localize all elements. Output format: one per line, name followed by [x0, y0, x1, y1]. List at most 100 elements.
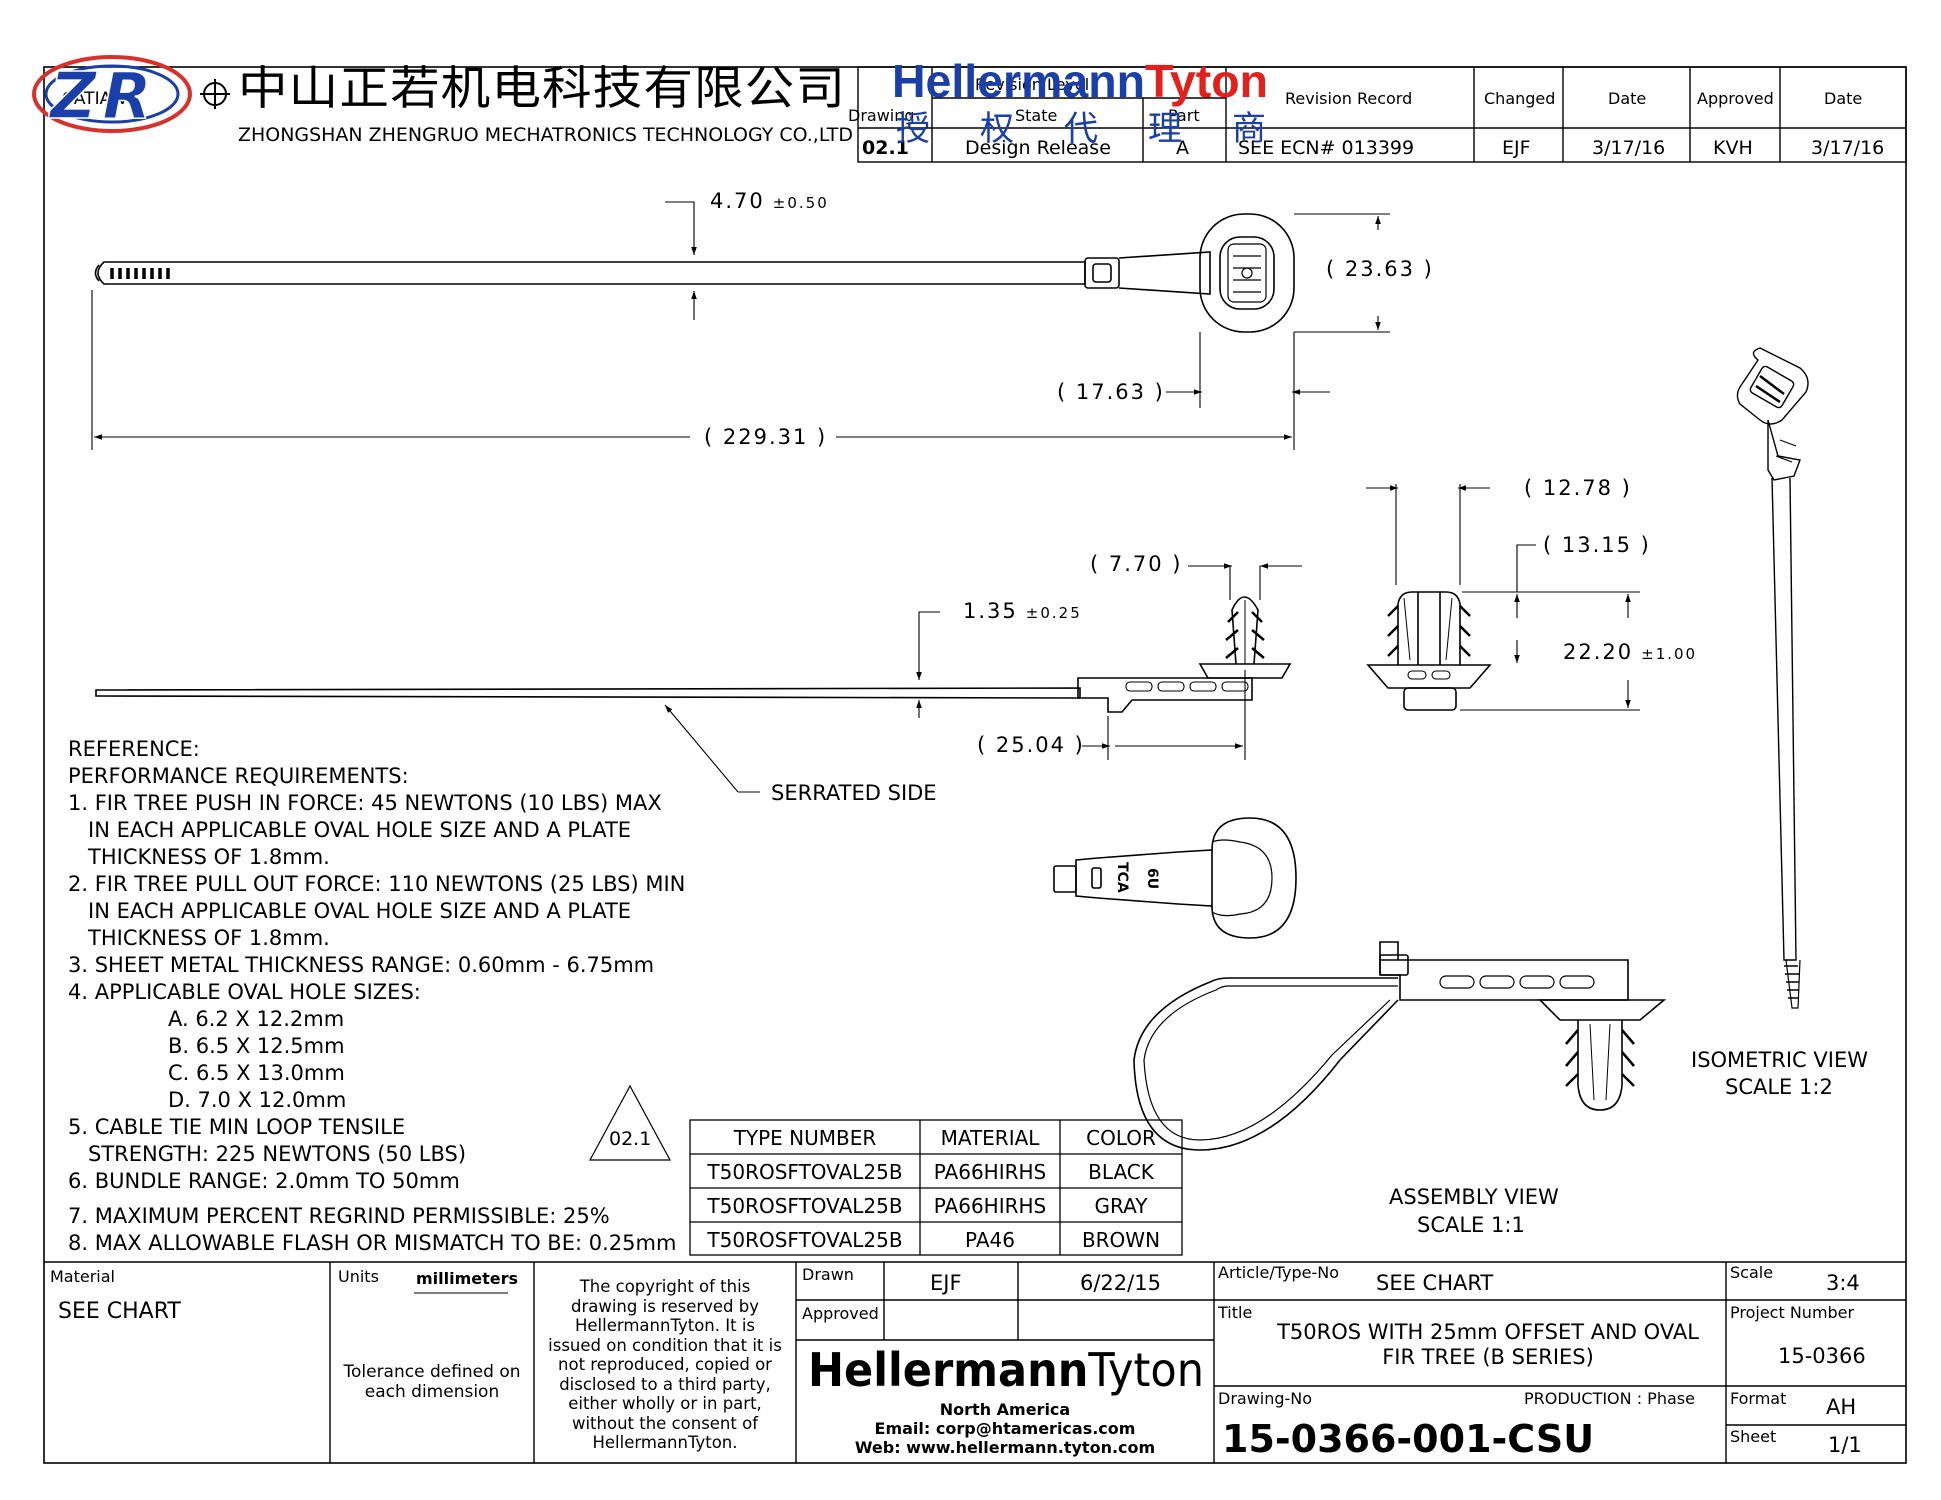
- dim-1-35: 1.35±0.25: [963, 599, 1082, 623]
- note-line: IN EACH APPLICABLE OVAL HOLE SIZE AND A …: [68, 818, 631, 842]
- rev-header-level: Revision Level: [975, 75, 1089, 94]
- note-line: 2. FIR TREE PULL OUT FORCE: 110 NEWTONS …: [68, 872, 685, 896]
- agent-char-1: 授: [896, 109, 930, 149]
- note-line: 8. MAX ALLOWABLE FLASH OR MISMATCH TO BE…: [68, 1231, 676, 1255]
- note-line: REFERENCE:: [68, 737, 200, 761]
- revision-block: [857, 66, 1907, 163]
- isometric-scale-label: SCALE 1:2: [1725, 1075, 1833, 1099]
- note-line: A. 6.2 X 12.2mm: [168, 1007, 344, 1031]
- front-view-dimensions: [1366, 484, 1640, 711]
- assembly-view: [1133, 941, 1667, 1151]
- hellermann-logo: HellermannTyton: [808, 1343, 1204, 1397]
- note-line: PERFORMANCE REQUIREMENTS:: [68, 764, 409, 788]
- title-line: FIR TREE (B SERIES): [1382, 1345, 1594, 1369]
- note-line: C. 6.5 X 13.0mm: [168, 1061, 345, 1085]
- copyright-line: HellermannTyton. It is: [575, 1316, 755, 1335]
- assembly-view-label: ASSEMBLY VIEW: [1389, 1185, 1559, 1209]
- drawn-by: EJF: [930, 1271, 962, 1295]
- company-cn: 中山正若机电科技有限公司: [238, 61, 846, 115]
- note-line: 4. APPLICABLE OVAL HOLE SIZES:: [68, 980, 421, 1004]
- copyright-line: drawing is reserved by: [571, 1297, 759, 1316]
- assembly-scale-label: SCALE 1:1: [1417, 1213, 1525, 1237]
- format-value: AH: [1826, 1395, 1856, 1419]
- sheet-label: Sheet: [1730, 1427, 1776, 1446]
- company-en: ZHONGSHAN ZHENGRUO MECHATRONICS TECHNOLO…: [238, 124, 853, 146]
- note-line: B. 6.5 X 12.5mm: [168, 1034, 345, 1058]
- top-view-cable-tie: [94, 213, 1295, 333]
- bottom-view-head: [1053, 817, 1297, 939]
- rev-header-approved: Approved: [1697, 89, 1774, 108]
- dim-22-20: 22.20±1.00: [1563, 640, 1697, 664]
- title-label: Title: [1217, 1303, 1252, 1322]
- part-mark-tca: TCA: [1114, 862, 1130, 893]
- tolerance-line: each dimension: [365, 1382, 499, 1402]
- note-line: IN EACH APPLICABLE OVAL HOLE SIZE AND A …: [68, 899, 631, 923]
- note-line: 3. SHEET METAL THICKNESS RANGE: 0.60mm -…: [68, 953, 654, 977]
- catia-label: CATIA V5: [62, 89, 139, 109]
- table-cell: T50ROSFTOVAL25B: [706, 1160, 902, 1184]
- article-value: SEE CHART: [1376, 1271, 1493, 1295]
- sheet-value: 1/1: [1828, 1433, 1862, 1457]
- note-line: 1. FIR TREE PUSH IN FORCE: 45 NEWTONS (1…: [68, 791, 662, 815]
- table-cell: BROWN: [1082, 1228, 1160, 1252]
- rev-record: SEE ECN# 013399: [1238, 137, 1414, 159]
- copyright-line: issued on condition that it is: [548, 1336, 782, 1355]
- rev-changed: EJF: [1502, 137, 1531, 159]
- note-line: STRENGTH: 225 NEWTONS (50 LBS): [68, 1142, 466, 1166]
- rev-approved: KVH: [1713, 137, 1753, 159]
- material-table: [689, 1119, 1183, 1256]
- copyright-line: HellermannTyton.: [592, 1433, 737, 1452]
- isometric-view: [1736, 347, 1809, 1009]
- project-label: Project Number: [1730, 1303, 1855, 1322]
- material-label: Material: [50, 1267, 115, 1286]
- side-view-cable-tie: [95, 596, 1292, 713]
- material-value: SEE CHART: [58, 1299, 181, 1324]
- rev-part: A: [1176, 137, 1189, 159]
- phase-label: PRODUCTION : Phase: [1524, 1389, 1695, 1408]
- table-cell: T50ROSFTOVAL25B: [706, 1228, 902, 1252]
- serrated-side-label: SERRATED SIDE: [771, 781, 937, 805]
- side-view-dimensions: [664, 563, 1302, 793]
- drawn-date: 6/22/15: [1080, 1271, 1161, 1295]
- dim-17-63: ( 17.63 ): [1057, 380, 1165, 404]
- note-line: 6. BUNDLE RANGE: 2.0mm TO 50mm: [68, 1169, 460, 1193]
- copyright-line: without the consent of: [572, 1414, 759, 1433]
- rev-date2: 3/17/16: [1811, 137, 1884, 159]
- rev-header-drawing: Drawing: [848, 106, 915, 125]
- region-label: North America: [940, 1400, 1070, 1419]
- agent-char-5: 商: [1232, 109, 1266, 149]
- scale-label: Scale: [1730, 1263, 1773, 1282]
- copyright-line: The copyright of this: [579, 1277, 751, 1296]
- dim-12-78: ( 12.78 ): [1524, 476, 1632, 500]
- table-cell: GRAY: [1095, 1194, 1149, 1218]
- copyright-line: not reproduced, copied or: [558, 1355, 772, 1374]
- format-label: Format: [1730, 1389, 1786, 1408]
- dim-4-70: 4.70±0.50: [710, 189, 829, 213]
- title-block: [329, 1262, 1906, 1463]
- table-cell: PA46: [965, 1228, 1015, 1252]
- rev-drawing: 02.1: [862, 137, 909, 159]
- note-line: 5. CABLE TIE MIN LOOP TENSILE: [68, 1115, 405, 1139]
- units-value: millimeters: [416, 1269, 518, 1288]
- dim-13-15: ( 13.15 ): [1543, 533, 1651, 557]
- table-cell: BLACK: [1088, 1160, 1155, 1184]
- dim-7-70: ( 7.70 ): [1090, 552, 1183, 576]
- email-label: Email: corp@htamericas.com: [875, 1419, 1136, 1438]
- rev-header-date2: Date: [1824, 89, 1862, 108]
- agent-char-3: 代: [1064, 109, 1098, 149]
- agent-char-4: 理: [1148, 109, 1182, 149]
- note-line: 7. MAXIMUM PERCENT REGRIND PERMISSIBLE: …: [68, 1204, 610, 1228]
- dim-25-04: ( 25.04 ): [977, 733, 1085, 757]
- drawing-number: 15-0366-001-CSU: [1222, 1417, 1594, 1461]
- rev-header-record: Revision Record: [1285, 89, 1412, 108]
- units-label: Units: [338, 1267, 379, 1286]
- rev-state: Design Release: [965, 137, 1111, 159]
- zr-logo: ZR: [32, 55, 230, 135]
- project-value: 15-0366: [1778, 1344, 1866, 1368]
- approved-label: Approved: [802, 1304, 879, 1323]
- isometric-view-label: ISOMETRIC VIEW: [1691, 1048, 1868, 1072]
- rev-date: 3/17/16: [1592, 137, 1665, 159]
- copyright-line: either wholly or in part,: [568, 1394, 762, 1413]
- drawing-no-label: Drawing-No: [1218, 1389, 1312, 1408]
- rev-header-changed: Changed: [1484, 89, 1555, 108]
